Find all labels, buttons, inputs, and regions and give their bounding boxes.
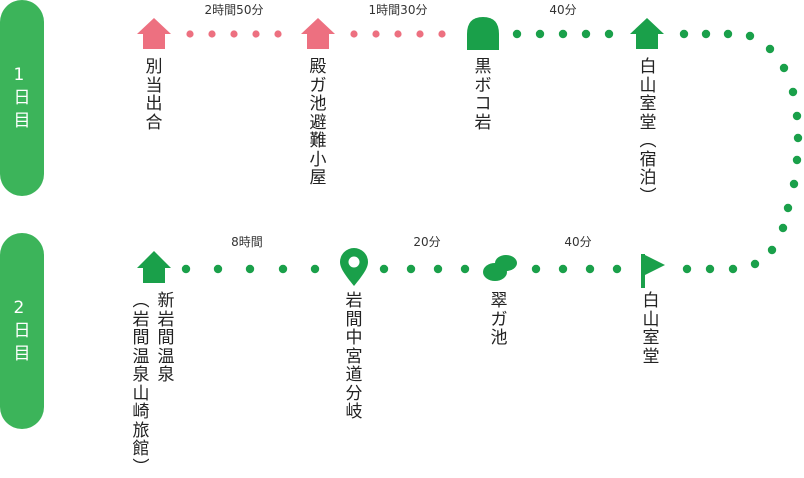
stop-kurobokoiwa-label: 黒ボコ岩 <box>474 57 492 133</box>
house-icon <box>137 18 171 49</box>
route-map <box>137 17 803 288</box>
duration-bessho-dengaike: 2時間50分 <box>204 3 264 17</box>
pond-icon <box>483 255 517 281</box>
route-dots-7 <box>181 264 320 274</box>
stop-murodo-label: 白山室堂 <box>642 291 660 367</box>
house-icon <box>137 251 171 283</box>
route-dots-3 <box>512 29 614 39</box>
duration-midorigaike-bunki: 20分 <box>413 235 441 249</box>
duration-kurobokoiwa-murodo: 40分 <box>549 3 577 17</box>
duration-bunki-shin-iwama: 8時間 <box>231 235 263 249</box>
stop-bunki-label: 岩間中宮道分岐 <box>345 291 363 422</box>
route-dots-1 <box>186 30 282 38</box>
stop-bessho-label: 別当出合 <box>145 57 163 133</box>
stop-ryokan-label: ︵岩間温泉山崎旅館︶ <box>132 291 150 478</box>
map-pin-icon <box>340 248 368 286</box>
flag-icon <box>641 254 665 288</box>
route-dots-2 <box>350 30 446 38</box>
duration-murodo-midorigaike: 40分 <box>564 235 592 249</box>
duration-dengaike-kurobokoiwa: 1時間30分 <box>368 3 428 17</box>
stop-shin-iwama-label: 新岩間温泉 <box>157 291 175 385</box>
route-dots-6 <box>379 264 470 274</box>
stop-murodo-stay-label: 白山室堂︵宿泊︶ <box>639 57 657 207</box>
house-icon <box>301 18 335 49</box>
route-dots-5 <box>531 264 622 274</box>
stop-midorigaike-label: 翠ガ池 <box>490 291 508 348</box>
stop-dengaike-label: 殿ガ池避難小屋 <box>309 57 327 188</box>
route-dots-4 <box>679 29 803 274</box>
house-icon <box>630 18 664 49</box>
rock-icon <box>467 17 499 50</box>
